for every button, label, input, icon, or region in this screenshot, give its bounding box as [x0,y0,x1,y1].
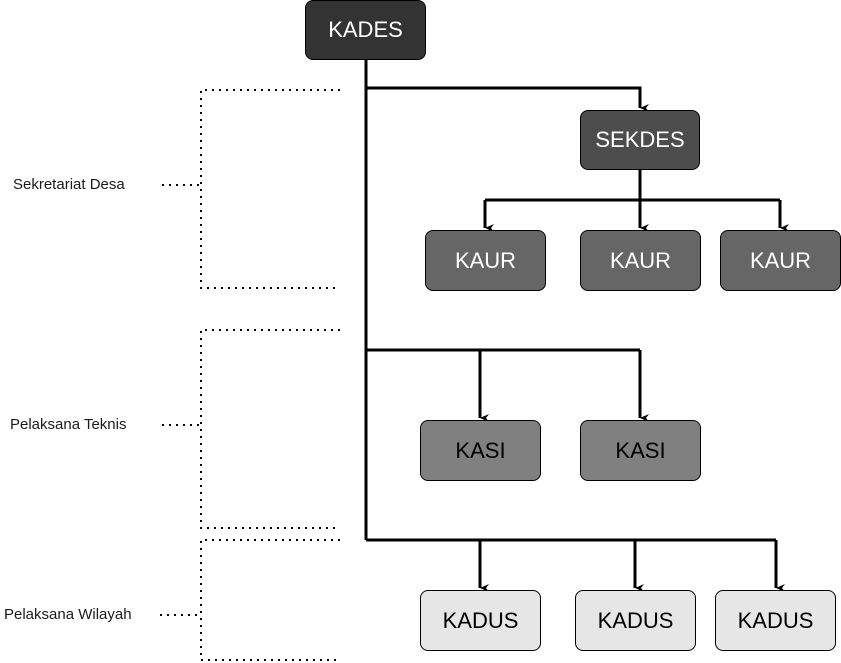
wilayah-bracket [200,539,340,661]
kades-label: KADES [328,17,403,42]
sekretariat-bracket [200,89,340,289]
group-label-wilayah: Pelaksana Wilayah [4,606,132,623]
kasi-label-1: KASI [455,437,506,463]
kaur-node-3: KAUR [720,230,841,291]
sekdes-label: SEKDES [595,127,685,152]
sekdes-node: SEKDES [580,110,700,170]
kadus-node-3: KADUS [715,590,836,651]
kaur-node-1: KAUR [425,230,546,291]
kadus-node-1: KADUS [420,590,541,651]
kadus-label-3: KADUS [737,607,814,633]
kadus-node-2: KADUS [575,590,696,651]
kaur-label-1: KAUR [454,247,517,273]
group-label-sekretariat: Sekretariat Desa [13,176,125,193]
kades-to-sekdes-line [366,86,649,112]
kadus-label-1: KADUS [442,607,519,633]
kadus-label-2: KADUS [597,607,674,633]
kasi-node-1: KASI [420,420,541,481]
kaur-label-3: KAUR [749,247,812,273]
teknis-bracket [200,329,340,529]
kaur-node-2: KAUR [580,230,701,291]
kaur-label-2: KAUR [609,247,672,273]
group-label-teknis: Pelaksana Teknis [10,416,127,433]
kasi-node-2: KASI [580,420,701,481]
kasi-label-2: KASI [615,437,666,463]
kades-node: KADES [305,0,426,60]
